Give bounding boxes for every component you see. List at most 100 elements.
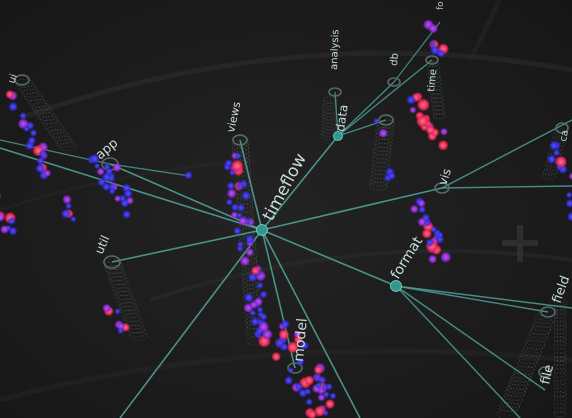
node-label-partial-top: fo [436,1,446,10]
mesh-ring [553,340,567,347]
node-dot [114,195,121,202]
node-label-views[interactable]: views [224,100,243,133]
node-dot [406,95,416,104]
node-label-file[interactable]: file [538,363,557,385]
mesh-ring [124,317,143,326]
mesh-ring [12,75,32,85]
mesh-ring [24,92,43,101]
node-dot [102,173,111,182]
mesh-ring [509,376,531,387]
node-dot [325,399,335,409]
node-dot [6,90,14,99]
node-dot [325,383,333,390]
node-dot [238,216,248,226]
node-dot [418,206,426,213]
node-label-db[interactable]: db [389,53,401,66]
node-dot [236,212,243,218]
node-label-time[interactable]: time [426,69,439,93]
node-dot [105,168,113,175]
node-ring [434,182,450,194]
node-dot [250,301,258,309]
mesh-ring [373,146,392,156]
node-label-ui[interactable]: ui [6,73,19,85]
edge-line [261,229,361,418]
node-dot [294,335,303,344]
edge-line [441,185,572,189]
mesh-ring [19,85,39,95]
node-dot [416,115,429,127]
node-dot [388,172,396,180]
node-dot [257,306,263,313]
mesh-ring [322,103,338,111]
node-dot [257,282,263,289]
mesh-ring [428,77,442,84]
mesh-ring [431,101,445,108]
mesh-ring [553,355,567,362]
mesh-ring [500,398,522,409]
mesh-ring [122,313,142,323]
mesh-ring [231,136,249,144]
mesh-ring [427,69,440,76]
node-dot [262,329,272,339]
mesh-ring [427,73,441,80]
mesh-ring [426,65,440,72]
mesh-ring [40,115,59,125]
node-dot [297,358,304,366]
node-dot [244,293,253,302]
mesh-ring [120,305,139,315]
mesh-ring [236,200,253,209]
node-label-analysis[interactable]: analysis [329,29,341,70]
node-dot [0,213,5,222]
node-dot [322,384,328,390]
mesh-ring [537,307,559,317]
node-dot [185,171,192,179]
mesh-ring [553,128,569,136]
node-label-data[interactable]: data [333,104,351,133]
node-dot [102,183,111,191]
mesh-ring [17,82,36,91]
mesh-ring [534,314,556,325]
mesh-ring [105,265,124,274]
node-dot [258,322,269,332]
node-dot [117,322,125,330]
node-dot [246,235,254,244]
mesh-ring [506,383,528,394]
mesh-ring [505,387,526,398]
node-dot [318,394,325,401]
mesh-ring [53,135,73,145]
mesh-ring [322,96,338,104]
node-dot [240,256,250,266]
mesh-ring [109,276,128,285]
mesh-ring [35,109,55,118]
node-dot [224,165,230,171]
node-dot [30,129,37,137]
edge-line [261,229,397,287]
mesh-ring [541,172,557,180]
node-label-field[interactable]: field [550,274,572,306]
node-ring [540,306,556,318]
mesh-ring [553,316,567,323]
mesh-ring [553,387,567,394]
mesh-ring [369,177,389,187]
node-label-model[interactable]: model [291,318,311,363]
node-dot [251,266,260,275]
node-ring [555,122,569,134]
node-label-format[interactable]: format [388,234,427,283]
node-dot [246,248,254,256]
node-dot [9,102,18,111]
mesh-ring [428,81,442,88]
edge-line [111,229,263,263]
node-dot [410,205,418,213]
root-label[interactable]: timeflow [259,150,311,224]
node-label-util[interactable]: util [92,233,113,256]
node-dot [281,320,290,329]
node-dot [109,188,115,194]
node-label-vis[interactable]: vis [436,167,454,187]
mesh-ring [521,347,543,358]
node-dot [422,229,432,239]
node-dot [237,245,243,252]
node-ring [378,114,394,126]
mesh-ring [510,372,532,383]
